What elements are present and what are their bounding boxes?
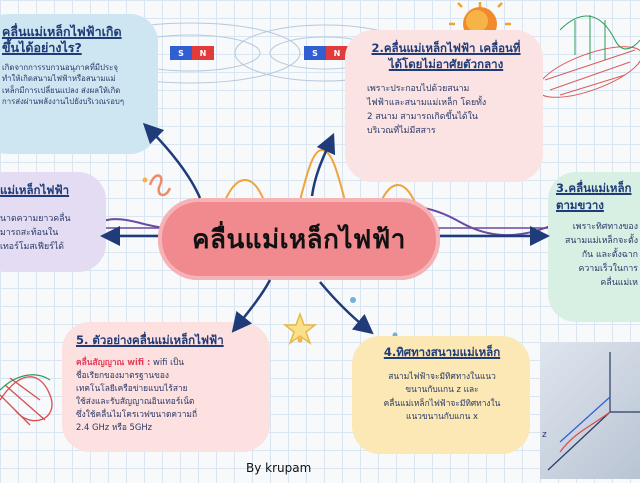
- box5-body-line: เทคโนโลยีเครือข่ายแบบไร้สาย: [76, 383, 188, 394]
- squiggle-decoration: [148, 174, 172, 197]
- box2-title-line2: ได้โดยไม่อาศัยตัวกลาง: [388, 57, 504, 71]
- box-transverse-wave: 3.คลื่นแม่เหล็ก ตามขวาง เพราะทิศทางของ ส…: [548, 172, 640, 322]
- box4-body-line: คลื่นแม่เหล็กไฟฟ้าจะมีทิศทางใน: [383, 397, 501, 408]
- wifi-label: คลื่นสัญญาณ wifi :: [76, 357, 151, 367]
- center-topic: คลื่นแม่เหล็กไฟฟ้า: [158, 198, 440, 280]
- credit-text: By krupam: [246, 461, 312, 475]
- box2-body-line: ไฟฟ้าและสนามแม่เหล็ก โดยทั้ง: [367, 98, 487, 109]
- arrow-to-box2: [310, 132, 336, 197]
- box3-title-line1: 3.คลื่นแม่เหล็ก: [556, 181, 632, 195]
- box-em-left: แม่เหล็กไฟฟ้า นาดความยาวคลื่น มารถสะท้อน…: [0, 172, 106, 272]
- box4-body-line: แนวขนานกับแกน x: [406, 411, 478, 422]
- box5-body-line: ใช้ส่งและรับสัญญาณอินเทอร์เน็ต: [76, 396, 195, 407]
- box6-body: นาดความยาวคลื่น มารถสะท้อนใน เทอร์โมสเฟี…: [0, 212, 106, 254]
- box4-body: สนามไฟฟ้าจะมีทิศทางในแนว ขนานกับแกน z แล…: [360, 370, 524, 424]
- box-em-examples: 5. ตัวอย่างคลื่นแม่เหล็กไฟฟ้า คลื่นสัญญา…: [62, 322, 270, 452]
- box-field-direction: 4.ทิศทางสนามแม่เหล็ก สนามไฟฟ้าจะมีทิศทาง…: [352, 336, 530, 454]
- box6-body-line: นาดความยาวคลื่น: [0, 214, 71, 224]
- box2-title: 2.คลื่นแม่เหล็กไฟฟ้า เคลื่อนที่ ได้โดยไม…: [357, 40, 535, 72]
- box3-body-line: คลื่นแม่เห: [600, 278, 638, 289]
- box1-title-line2: ขึ้นได้อย่างไร?: [2, 40, 82, 55]
- axis-diagram: [547, 352, 640, 471]
- arrow-to-box5: [231, 279, 272, 333]
- box6-title: แม่เหล็กไฟฟ้า: [0, 183, 70, 197]
- box-travel-without-medium: 2.คลื่นแม่เหล็กไฟฟ้า เคลื่อนที่ ได้โดยไม…: [345, 30, 543, 182]
- box1-title: คลื่นแม่เหล็กไฟฟ้าเกิด ขึ้นได้อย่างไร?: [2, 24, 148, 56]
- box2-body-line: บริเวณที่ไม่มีสสาร: [367, 126, 436, 137]
- box5-title: 5. ตัวอย่างคลื่นแม่เหล็กไฟฟ้า: [76, 333, 224, 347]
- magnet-north-pole: N: [192, 46, 214, 60]
- star-icon: [283, 312, 317, 345]
- box2-body-line: 2 สนาม สามารถเกิดขึ้นได้ใน: [367, 112, 478, 123]
- box3-body-line: เพราะทิศทางของ: [572, 222, 638, 232]
- box3-body: เพราะทิศทางของ สนามแม่เหล็กจะตั้ง กัน แล…: [556, 220, 640, 290]
- box1-body-line: เกิดจากการรบกวนอนุภาคที่มีประจุ: [2, 63, 118, 72]
- box1-body-line: การส่งผ่านพลังงานไปยังบริเวณรอบๆ: [2, 96, 125, 106]
- box4-body-line: ขนานกับแกน z และ: [405, 384, 479, 395]
- box5-body-line: ชื่อเรียกของมาตรฐานของ: [76, 370, 169, 381]
- box3-body-line: สนามแม่เหล็กจะตั้ง: [565, 236, 638, 247]
- axis-z-label: z: [542, 430, 547, 440]
- arrow-to-box4: [319, 281, 374, 335]
- box5-first-line: คลื่นสัญญาณ wifi : wifi เป็น: [76, 356, 262, 369]
- box6-body-line: มารถสะท้อนใน: [0, 228, 59, 239]
- box3-body-line: กัน และตั้งฉาก: [581, 250, 638, 261]
- box5-body: คลื่นสัญญาณ wifi : wifi เป็น ชื่อเรียกขอ…: [76, 356, 262, 434]
- box4-body-line: สนามไฟฟ้าจะมีทิศทางในแนว: [388, 371, 496, 381]
- box2-title-line1: 2.คลื่นแม่เหล็กไฟฟ้า เคลื่อนที่: [371, 41, 521, 55]
- box3-title: 3.คลื่นแม่เหล็ก ตามขวาง: [556, 180, 640, 214]
- box1-body-line: ทำให้เกิดสนามไฟฟ้าหรือสนามแม่: [2, 74, 116, 84]
- box1-body: เกิดจากการรบกวนอนุภาคที่มีประจุ ทำให้เกิ…: [2, 62, 148, 107]
- box-how-waves-form: คลื่นแม่เหล็กไฟฟ้าเกิด ขึ้นได้อย่างไร? เ…: [0, 14, 158, 154]
- magnet-north-pole: N: [326, 46, 348, 60]
- center-title: คลื่นแม่เหล็กไฟฟ้า: [192, 224, 406, 255]
- axis-diagram-photo: z: [540, 342, 640, 479]
- box5-body-line: 2.4 GHz หรือ 5GHz: [76, 422, 153, 433]
- box5-body-line: ซึ่งใช้คลื่นไมโครเวฟขนาดความถี่: [76, 409, 198, 420]
- magnet-south-pole: S: [170, 46, 192, 60]
- box2-body: เพราะประกอบไปด้วยสนาม ไฟฟ้าและสนามแม่เหล…: [357, 82, 535, 138]
- magnet-right: S N: [304, 46, 348, 60]
- box2-body-line: เพราะประกอบไปด้วยสนาม: [367, 84, 470, 94]
- box3-body-line: ความเร็วในการ: [578, 264, 638, 275]
- magnet-south-pole: S: [304, 46, 326, 60]
- magnet-left: S N: [170, 46, 214, 60]
- arrow-to-box1: [142, 122, 202, 199]
- box4-title: 4.ทิศทางสนามแม่เหล็ก: [383, 345, 501, 359]
- box5-first-line-text: wifi เป็น: [150, 357, 184, 367]
- box1-title-line1: คลื่นแม่เหล็กไฟฟ้าเกิด: [2, 24, 122, 39]
- box1-body-line: เหล็กมีการเปลี่ยนแปลง ส่งผลให้เกิด: [2, 85, 121, 95]
- box6-body-line: เทอร์โมสเฟียร์ได้: [0, 242, 64, 253]
- box3-title-line2: ตามขวาง: [556, 198, 604, 212]
